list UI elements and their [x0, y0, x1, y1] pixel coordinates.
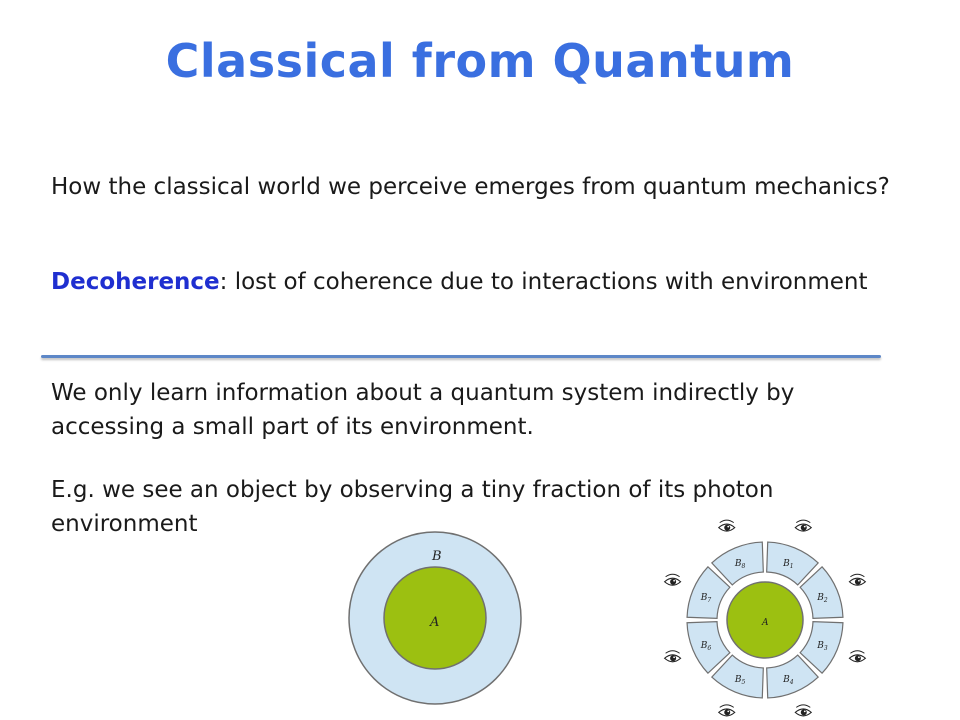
system-circle: [726, 581, 804, 659]
eye-icon: [663, 650, 682, 663]
eye-icon: [794, 519, 813, 532]
eye-icon: [663, 573, 682, 586]
environment-fragment-3: [799, 621, 844, 675]
system-circle: [383, 566, 487, 670]
slide-title: Classical from Quantum: [165, 34, 795, 88]
environment-fragment-label: B2: [816, 593, 828, 604]
environment-fragment-4: [766, 654, 820, 699]
environment-fragment-label: B4: [782, 675, 794, 686]
eye-icon: [717, 519, 736, 532]
decoherence-text: : lost of coherence due to interactions …: [219, 269, 868, 295]
example-text: E.g. we see an object by observing a tin…: [51, 477, 774, 537]
system-label: A: [761, 618, 769, 628]
environment-fragment-label: B6: [700, 641, 712, 652]
decoherence-term: Decoherence: [51, 269, 220, 295]
environment-fragment-2: [799, 565, 844, 619]
environment-label: B: [431, 549, 442, 564]
environment-fragment-5: [710, 654, 764, 699]
question-text: How the classical world we perceive emer…: [51, 174, 890, 200]
environment-fragment-label: B7: [700, 593, 712, 604]
system-environment-diagram: B A: [348, 531, 522, 705]
information-text: We only learn information about a quantu…: [51, 380, 795, 440]
observers: [663, 519, 867, 717]
environment-fragment-label: B5: [734, 675, 746, 686]
environment-fragment-label: B8: [734, 559, 746, 570]
eye-icon: [794, 704, 813, 717]
environment-fragment-label: B3: [816, 641, 828, 652]
environment-fragment-label: B1: [782, 559, 793, 570]
eye-icon: [717, 704, 736, 717]
environment-fragment-1: [766, 541, 820, 586]
environment-fragment-8: [710, 541, 764, 586]
environment-fragment-7: [686, 565, 731, 619]
environment-fragment-6: [686, 621, 731, 675]
section-divider: [41, 355, 881, 358]
decoherence-definition: Decoherence: lost of coherence due to in…: [51, 265, 911, 299]
eye-icon: [848, 650, 867, 663]
system-label: A: [429, 615, 439, 630]
eye-icon: [848, 573, 867, 586]
